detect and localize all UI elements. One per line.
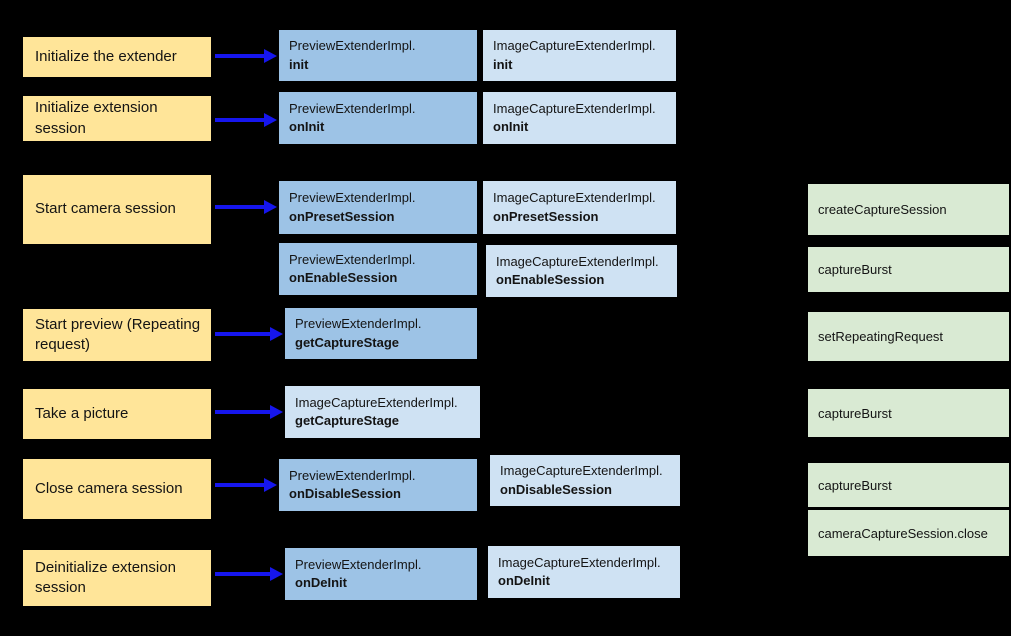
- framework-call-captureburst-box-1: captureBurst: [807, 246, 1010, 293]
- arrow-head-icon: [270, 405, 283, 419]
- framework-call-captureburst-box-3: captureBurst: [807, 462, 1010, 508]
- step-label: Initialize extension session: [35, 99, 158, 137]
- arrow-shaft: [215, 483, 266, 487]
- step-box-take-a-picture: Take a picture: [23, 389, 211, 439]
- arrow-deinitialize-extension-session: [215, 567, 283, 581]
- arrow-shaft: [215, 54, 266, 58]
- image-capture-extender-ondisablesession-box: ImageCaptureExtenderImpl. onDisableSessio…: [490, 455, 680, 506]
- method-name: onInit: [289, 119, 325, 134]
- arrow-take-a-picture: [215, 405, 283, 419]
- framework-call-createcapturesession-box: createCaptureSession: [807, 183, 1010, 236]
- preview-extender-onenablesession-box: PreviewExtenderImpl. onEnableSession: [279, 243, 477, 295]
- preview-extender-init-box: PreviewExtenderImpl. init: [279, 30, 477, 81]
- arrow-start-camera-session: [215, 200, 277, 214]
- framework-call-label: captureBurst: [818, 405, 892, 421]
- arrow-head-icon: [270, 567, 283, 581]
- class-name: PreviewExtenderImpl.: [295, 556, 422, 572]
- method-name: onDisableSession: [500, 481, 612, 497]
- framework-call-setrepeatingrequest-box: setRepeatingRequest: [807, 311, 1010, 362]
- arrow-initialize-extension-session: [215, 113, 277, 127]
- arrow-shaft: [215, 118, 266, 122]
- class-name: ImageCaptureExtenderImpl.: [295, 394, 458, 410]
- method-name: onPresetSession: [289, 208, 395, 224]
- framework-call-captureburst-box-2: captureBurst: [807, 388, 1010, 438]
- arrow-start-preview: [215, 327, 283, 341]
- image-capture-extender-init-box: ImageCaptureExtenderImpl. init: [483, 30, 676, 81]
- step-label: Start preview (Repeating request): [35, 315, 201, 353]
- step-box-deinitialize-extension-session: Deinitialize extension session: [23, 550, 211, 606]
- method-name: onDisableSession: [289, 486, 401, 501]
- step-box-initialize-extension-session: Initialize extension session: [23, 96, 211, 141]
- framework-call-label: cameraCaptureSession.close: [818, 525, 988, 541]
- class-name: PreviewExtenderImpl.: [289, 467, 416, 483]
- image-capture-extender-onpresetsession-box: ImageCaptureExtenderImpl. onPresetSession: [483, 181, 676, 234]
- preview-extender-oninit-box: PreviewExtenderImpl. onInit: [279, 92, 477, 144]
- class-name: ImageCaptureExtenderImpl.: [493, 190, 656, 206]
- framework-call-label: createCaptureSession: [818, 202, 947, 217]
- arrow-head-icon: [264, 478, 277, 492]
- class-name: ImageCaptureExtenderImpl.: [493, 38, 656, 54]
- arrow-initialize-extender: [215, 49, 277, 63]
- arrow-shaft: [215, 572, 272, 576]
- class-name: ImageCaptureExtenderImpl.: [496, 253, 659, 269]
- method-name: getCaptureStage: [295, 413, 400, 428]
- arrow-close-camera-session: [215, 478, 277, 492]
- method-name: onEnableSession: [496, 272, 605, 287]
- method-name: onDeInit: [498, 573, 550, 588]
- preview-extender-ondisablesession-box: PreviewExtenderImpl. onDisableSession: [279, 459, 477, 511]
- method-name: onEnableSession: [289, 270, 398, 285]
- step-box-start-camera-session: Start camera session: [23, 175, 211, 244]
- preview-extender-ondeinit-box: PreviewExtenderImpl. onDeInit: [285, 548, 477, 600]
- arrow-head-icon: [264, 49, 277, 63]
- method-name: onDeInit: [295, 575, 347, 590]
- class-name: ImageCaptureExtenderImpl.: [500, 463, 663, 479]
- arrow-shaft: [215, 205, 266, 209]
- arrow-shaft: [215, 332, 272, 336]
- preview-extender-onpresetsession-box: PreviewExtenderImpl. onPresetSession: [279, 181, 477, 234]
- framework-call-label: setRepeatingRequest: [818, 329, 944, 344]
- method-name: getCaptureStage: [295, 334, 400, 350]
- image-capture-extender-ondeinit-box: ImageCaptureExtenderImpl. onDeInit: [488, 546, 680, 598]
- step-label: Take a picture: [35, 404, 129, 422]
- class-name: PreviewExtenderImpl.: [289, 190, 416, 206]
- image-capture-extender-onenablesession-box: ImageCaptureExtenderImpl. onEnableSession: [486, 245, 677, 297]
- arrow-head-icon: [264, 113, 277, 127]
- image-capture-extender-getcapturestage-box: ImageCaptureExtenderImpl. getCaptureStage: [285, 386, 480, 438]
- method-name: onInit: [493, 119, 529, 134]
- step-box-start-preview: Start preview (Repeating request): [23, 309, 211, 361]
- step-label: Close camera session: [35, 479, 183, 497]
- step-label: Start camera session: [35, 200, 176, 218]
- class-name: PreviewExtenderImpl.: [289, 38, 416, 54]
- step-box-close-camera-session: Close camera session: [23, 459, 211, 519]
- class-name: PreviewExtenderImpl.: [289, 251, 416, 267]
- class-name: ImageCaptureExtenderImpl.: [493, 100, 656, 116]
- class-name: PreviewExtenderImpl.: [295, 316, 422, 332]
- method-name: onPresetSession: [493, 208, 599, 224]
- framework-call-label: captureBurst: [818, 477, 892, 493]
- preview-extender-getcapturestage-box: PreviewExtenderImpl. getCaptureStage: [285, 308, 477, 359]
- arrow-shaft: [215, 410, 272, 414]
- framework-call-label: captureBurst: [818, 262, 892, 277]
- step-label: Deinitialize extension session: [35, 558, 176, 596]
- method-name: init: [493, 56, 513, 72]
- framework-call-cameracapturesession-close-box: cameraCaptureSession.close: [807, 509, 1010, 557]
- arrow-head-icon: [270, 327, 283, 341]
- step-label: Initialize the extender: [35, 47, 177, 65]
- class-name: ImageCaptureExtenderImpl.: [498, 554, 661, 570]
- class-name: PreviewExtenderImpl.: [289, 100, 416, 116]
- arrow-head-icon: [264, 200, 277, 214]
- method-name: init: [289, 56, 309, 72]
- step-box-initialize-extender: Initialize the extender: [23, 37, 211, 77]
- image-capture-extender-oninit-box: ImageCaptureExtenderImpl. onInit: [483, 92, 676, 144]
